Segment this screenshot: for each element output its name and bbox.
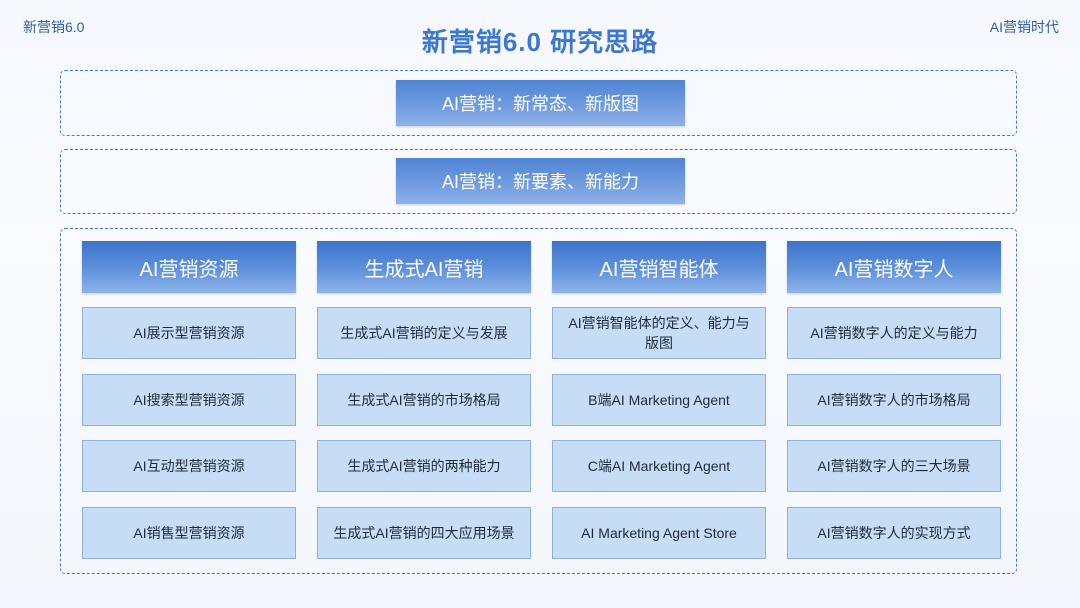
list-item: AI营销数字人的市场格局 bbox=[787, 374, 1001, 426]
column-generative-ai: 生成式AI营销 生成式AI营销的定义与发展 生成式AI营销的市场格局 生成式AI… bbox=[317, 241, 531, 559]
list-item: C端AI Marketing Agent bbox=[552, 440, 766, 492]
list-item: AI营销智能体的定义、能力与版图 bbox=[552, 307, 766, 359]
list-item: AI互动型营销资源 bbox=[82, 440, 296, 492]
list-item: AI营销数字人的三大场景 bbox=[787, 440, 1001, 492]
column-marketing-agent: AI营销智能体 AI营销智能体的定义、能力与版图 B端AI Marketing … bbox=[552, 241, 766, 559]
column-heading: AI营销智能体 bbox=[552, 241, 766, 293]
page-title: 新营销6.0 研究思路 bbox=[421, 27, 659, 57]
column-digital-human: AI营销数字人 AI营销数字人的定义与能力 AI营销数字人的市场格局 AI营销数… bbox=[787, 241, 1001, 559]
list-item: AI搜索型营销资源 bbox=[82, 374, 296, 426]
corner-label-right: AI营销时代 bbox=[989, 19, 1059, 35]
bar-new-capabilities: AI营销：新要素、新能力 bbox=[396, 158, 685, 204]
list-item: 生成式AI营销的四大应用场景 bbox=[317, 507, 531, 559]
column-marketing-resources: AI营销资源 AI展示型营销资源 AI搜索型营销资源 AI互动型营销资源 AI销… bbox=[82, 241, 296, 559]
list-item: AI营销数字人的定义与能力 bbox=[787, 307, 1001, 359]
corner-label-left: 新营销6.0 bbox=[23, 19, 85, 35]
list-item: 生成式AI营销的市场格局 bbox=[317, 374, 531, 426]
column-heading: 生成式AI营销 bbox=[317, 241, 531, 293]
bar-new-landscape: AI营销：新常态、新版图 bbox=[396, 80, 685, 126]
column-heading: AI营销数字人 bbox=[787, 241, 1001, 293]
list-item: AI营销数字人的实现方式 bbox=[787, 507, 1001, 559]
frame-new-capabilities bbox=[60, 149, 1017, 214]
list-item: 生成式AI营销的定义与发展 bbox=[317, 307, 531, 359]
frame-new-landscape bbox=[60, 70, 1017, 136]
list-item: AI Marketing Agent Store bbox=[552, 507, 766, 559]
frame-four-pillars bbox=[60, 228, 1017, 574]
list-item: 生成式AI营销的两种能力 bbox=[317, 440, 531, 492]
column-heading: AI营销资源 bbox=[82, 241, 296, 293]
list-item: AI展示型营销资源 bbox=[82, 307, 296, 359]
list-item: B端AI Marketing Agent bbox=[552, 374, 766, 426]
list-item: AI销售型营销资源 bbox=[82, 507, 296, 559]
